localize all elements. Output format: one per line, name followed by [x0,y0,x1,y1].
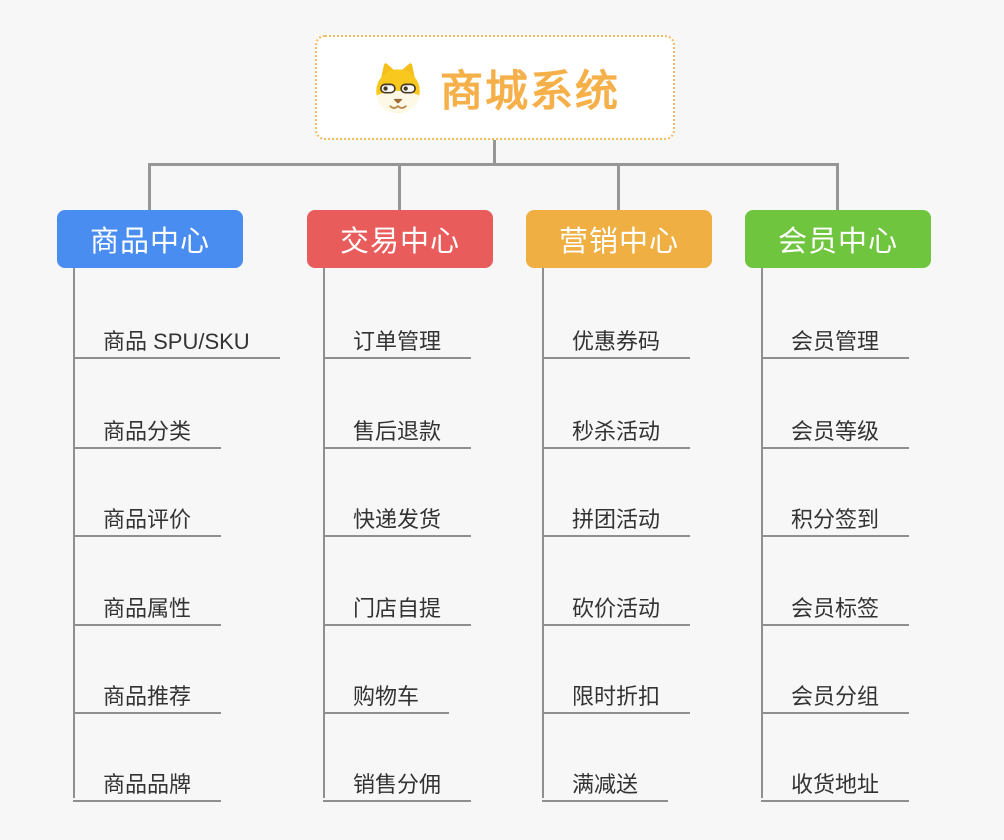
branch-line [761,268,763,798]
branch-trade-center: 交易中心 订单管理 售后退款 快递发货 门店自提 购物车 销售分佣 [307,210,493,802]
branch-header-marketing[interactable]: 营销中心 [526,210,712,268]
leaf-node[interactable]: 商品评价 [73,491,222,537]
leaf-label: 积分签到 [791,507,880,532]
leaf-label: 商品品牌 [103,772,192,797]
dog-face-icon [370,60,426,116]
leaf-node[interactable]: 收货地址 [761,756,910,802]
leaf-label: 售后退款 [353,419,442,444]
leaf-label: 砍价活动 [572,596,661,621]
branch-line [73,268,75,798]
leaf-label: 优惠券码 [572,329,661,354]
leaf-node[interactable]: 积分签到 [761,491,910,537]
connector-bus [148,163,839,166]
branch-header-product[interactable]: 商品中心 [57,210,243,268]
connector-drop-member [836,163,839,210]
leaf-label: 商品分类 [103,419,192,444]
leaf-label: 购物车 [353,684,420,709]
leaf-node[interactable]: 会员等级 [761,403,910,449]
leaf-node[interactable]: 会员标签 [761,580,910,626]
leaf-label: 门店自提 [353,596,442,621]
leaf-node[interactable]: 商品推荐 [73,668,222,714]
leaf-node[interactable]: 商品分类 [73,403,222,449]
leaf-label: 快递发货 [353,507,442,532]
leaf-node[interactable]: 销售分佣 [323,756,472,802]
leaf-label: 商品推荐 [103,684,192,709]
branch-header-member[interactable]: 会员中心 [745,210,931,268]
leaf-node[interactable]: 商品 SPU/SKU [73,313,280,359]
root-node[interactable]: 商城系统 [315,35,675,140]
leaf-label: 满减送 [572,772,639,797]
leaf-label: 销售分佣 [353,772,442,797]
branch-line [542,268,544,798]
leaf-label: 会员分组 [791,684,880,709]
leaf-node[interactable]: 满减送 [542,756,669,802]
connector-drop-trade [398,163,401,210]
leaf-label: 商品属性 [103,596,192,621]
leaf-node[interactable]: 拼团活动 [542,491,691,537]
branch-label: 会员中心 [777,226,898,258]
root-title: 商城系统 [440,67,620,116]
connector-drop-marketing [617,163,620,210]
leaf-node[interactable]: 优惠券码 [542,313,691,359]
leaf-node[interactable]: 售后退款 [323,403,472,449]
leaf-node[interactable]: 商品属性 [73,580,222,626]
leaf-node[interactable]: 限时折扣 [542,668,691,714]
leaf-node[interactable]: 门店自提 [323,580,472,626]
leaf-label: 拼团活动 [572,507,661,532]
leaf-label: 限时折扣 [572,684,661,709]
leaf-node[interactable]: 商品品牌 [73,756,222,802]
branch-label: 商品中心 [89,226,210,258]
branch-member-center: 会员中心 会员管理 会员等级 积分签到 会员标签 会员分组 收货地址 [745,210,931,802]
leaf-node[interactable]: 会员分组 [761,668,910,714]
connector-root-stub [493,139,496,165]
branch-label: 交易中心 [339,226,460,258]
branch-line [323,268,325,798]
leaf-node[interactable]: 快递发货 [323,491,472,537]
branch-marketing-center: 营销中心 优惠券码 秒杀活动 拼团活动 砍价活动 限时折扣 满减送 [526,210,712,802]
branch-header-trade[interactable]: 交易中心 [307,210,493,268]
leaf-label: 会员管理 [791,329,880,354]
leaf-node[interactable]: 订单管理 [323,313,472,359]
branch-label: 营销中心 [558,226,679,258]
leaf-label: 商品评价 [103,507,192,532]
leaf-node[interactable]: 会员管理 [761,313,910,359]
leaf-label: 收货地址 [791,772,880,797]
leaf-node[interactable]: 购物车 [323,668,450,714]
connector-drop-product [148,163,151,210]
leaf-label: 秒杀活动 [572,419,661,444]
leaf-label: 会员等级 [791,419,880,444]
leaf-label: 会员标签 [791,596,880,621]
branch-product-center: 商品中心 商品 SPU/SKU 商品分类 商品评价 商品属性 商品推荐 商品品牌 [57,210,280,802]
leaf-label: 商品 SPU/SKU [103,329,250,354]
leaf-node[interactable]: 秒杀活动 [542,403,691,449]
leaf-node[interactable]: 砍价活动 [542,580,691,626]
leaf-label: 订单管理 [353,329,442,354]
